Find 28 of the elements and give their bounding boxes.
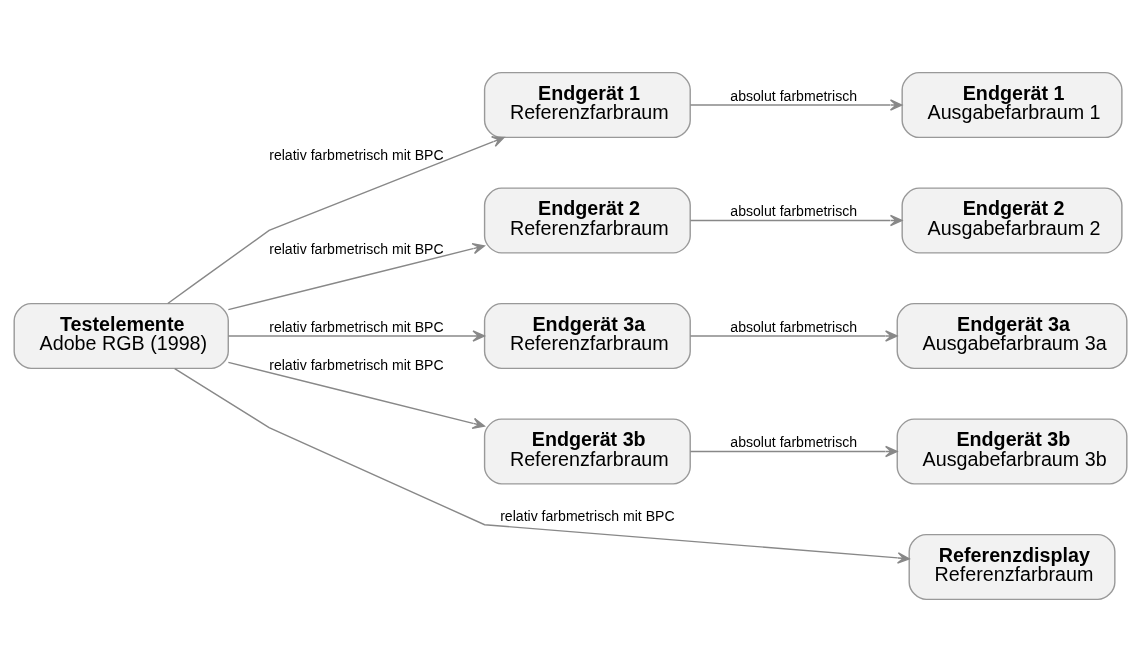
arrow: [174, 367, 910, 564]
node-box: Referenzdisplay Referenzfarbraum: [908, 533, 1116, 600]
node-box: Endgerät 1 Ausgabefarbraum 1: [901, 71, 1123, 138]
arrow: [689, 214, 903, 226]
node-box: Endgerät 3a Referenzfarbraum: [483, 302, 691, 369]
arrow: [167, 135, 505, 304]
edge-label: absolut farbmetrisch: [730, 202, 858, 219]
edge-label: absolut farbmetrisch: [730, 318, 858, 335]
arrow: [689, 329, 898, 342]
arrow: [227, 329, 485, 342]
edge-label: absolut farbmetrisch: [730, 433, 858, 450]
arrow: [227, 361, 485, 429]
node-box: Endgerät 2 Referenzfarbraum: [483, 186, 691, 254]
node-box: Endgerät 3b Ausgabefarbraum 3b: [896, 417, 1128, 485]
edge-label: relativ farbmetrisch mit BPC: [500, 507, 675, 523]
node-box: Endgerät 3a Ausgabefarbraum 3a: [896, 302, 1128, 369]
arrow: [689, 445, 898, 457]
edge-label: relativ farbmetrisch mit BPC: [269, 318, 444, 335]
arrow: [689, 98, 903, 111]
arrow: [227, 242, 485, 310]
edge-label: relativ farbmetrisch mit BPC: [269, 356, 444, 373]
edge-label: relativ farbmetrisch mit BPC: [269, 240, 444, 257]
node-box: Endgerät 1 Referenzfarbraum: [483, 71, 691, 138]
node-box: Testelemente Adobe RGB (1998): [13, 302, 229, 369]
edge-label: relativ farbmetrisch mit BPC: [269, 146, 444, 163]
node-box: Endgerät 3b Referenzfarbraum: [483, 417, 691, 485]
node-box: Endgerät 2 Ausgabefarbraum 2: [901, 186, 1123, 254]
edge-label: absolut farbmetrisch: [730, 87, 858, 104]
